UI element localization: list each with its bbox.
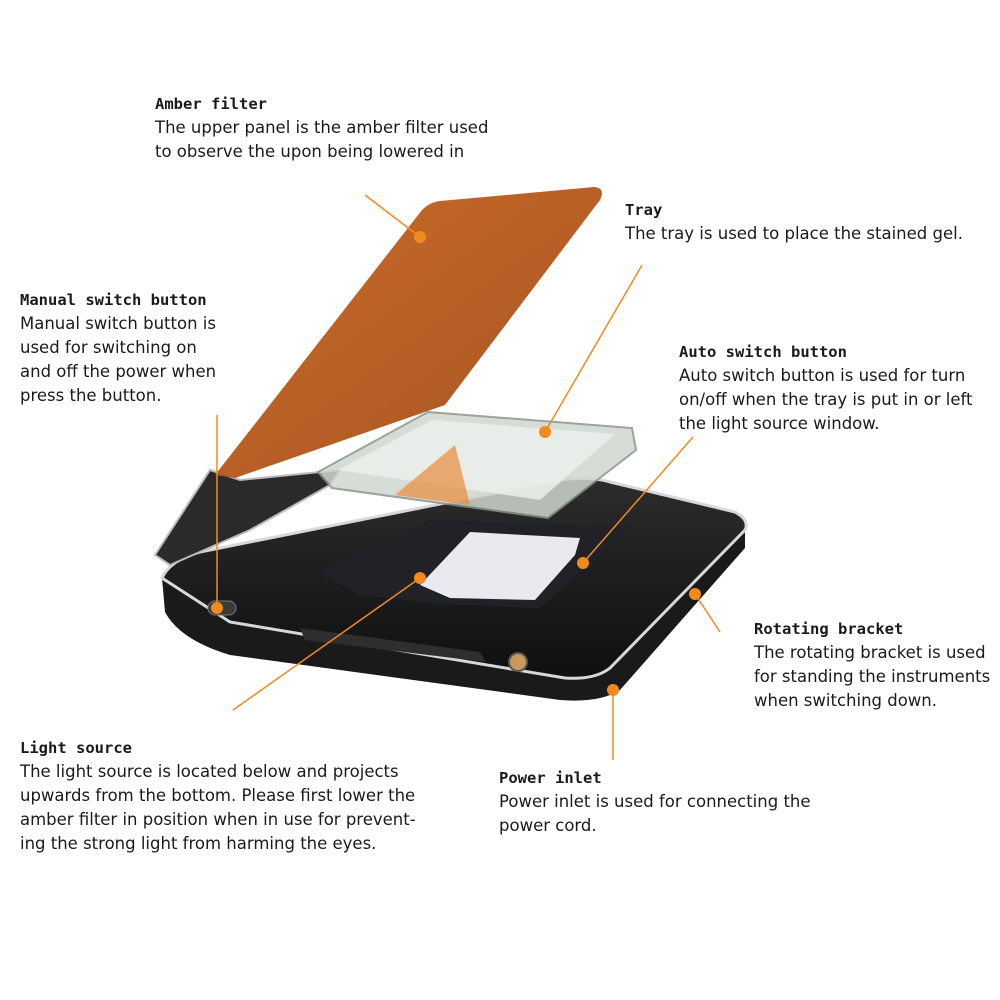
label-line: and off the power when [20,362,217,381]
amber-filter-panel [215,187,602,478]
label-title: Rotating bracket [754,620,904,638]
label-line: power cord. [499,816,597,835]
label-power-inlet: Power inlet Power inlet is used for conn… [499,766,811,838]
label-title: Auto switch button [679,343,847,361]
label-line: amber filter in position when in use for… [20,810,416,829]
callout-dot-auto-switch [577,557,589,569]
light-source-panel [420,532,580,600]
label-line: The light source is located below and pr… [20,762,399,781]
label-line: used for switching on [20,338,197,357]
label-line: Auto switch button is used for turn [679,366,966,385]
label-line: press the button. [20,386,162,405]
power-inlet[interactable] [508,652,528,672]
callout-dot-tray [539,426,551,438]
label-line: the light source window. [679,414,880,433]
label-line: The upper panel is the amber filter used [155,118,489,137]
device-base-side [162,522,745,701]
front-handle [300,628,486,662]
label-title: Amber filter [155,95,267,113]
label-manual-switch: Manual switch button Manual switch butto… [20,288,216,408]
label-line: upwards from the bottom. Please first lo… [20,786,416,805]
label-title: Manual switch button [20,291,207,309]
label-light-source: Light source The light source is located… [20,736,416,856]
label-rotating-bracket: Rotating bracket The rotating bracket is… [754,617,990,713]
tray-inner [338,420,615,500]
label-line: Manual switch button is [20,314,216,333]
label-line: Power inlet is used for connecting the [499,792,811,811]
callout-dot-rotating-bracket [689,588,701,600]
label-line: ing the strong light from harming the ey… [20,834,377,853]
label-line: on/off when the tray is put in or left [679,390,973,409]
label-title: Power inlet [499,769,602,787]
label-line: when switching down. [754,691,938,710]
label-auto-switch: Auto switch button Auto switch button is… [679,340,973,436]
label-tray: Tray The tray is used to place the stain… [625,198,963,246]
callout-dot-light-source [414,572,426,584]
label-amber-filter: Amber filter The upper panel is the ambe… [155,92,488,164]
callout-dot-amber-filter [414,231,426,243]
callout-dot-power-inlet [607,684,619,696]
callout-dot-manual-switch [211,602,223,614]
label-line: The tray is used to place the stained ge… [625,224,963,243]
label-title: Tray [625,201,663,219]
light-beam [395,445,470,505]
label-title: Light source [20,739,132,757]
label-line: to observe the upon being lowered in [155,142,465,161]
label-line: The rotating bracket is used [754,643,986,662]
label-line: for standing the instruments [754,667,991,686]
